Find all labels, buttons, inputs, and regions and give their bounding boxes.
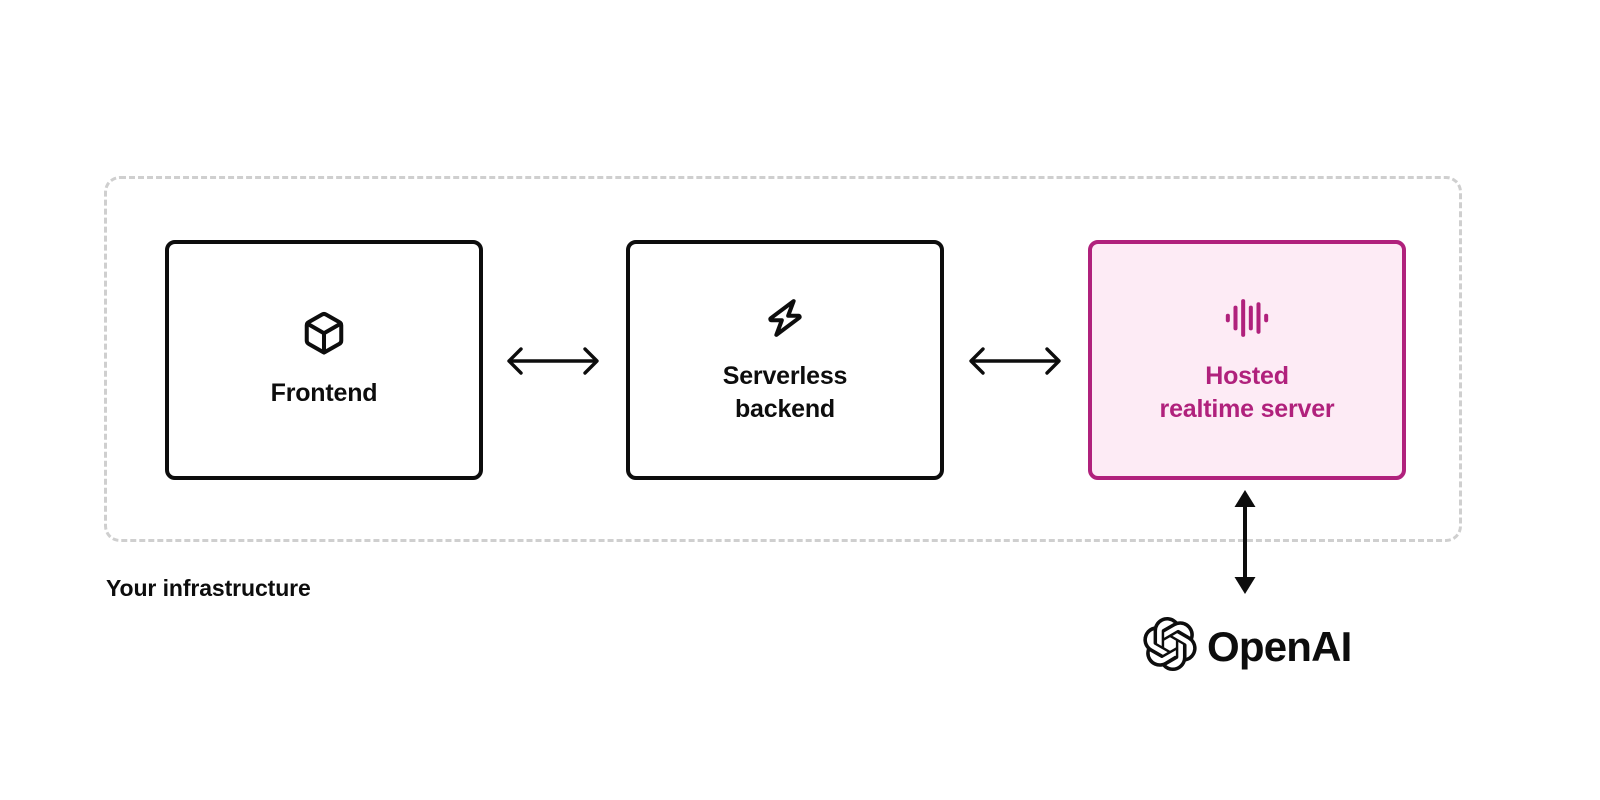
node-hosted-realtime-server[interactable]: Hosted realtime server xyxy=(1088,240,1406,480)
lightning-bolt-icon xyxy=(762,295,808,346)
infrastructure-boundary xyxy=(104,176,1462,542)
connector-backend-realtime xyxy=(960,338,1070,384)
cube-icon xyxy=(301,310,347,361)
openai-lockup: OpenAI xyxy=(1143,617,1352,676)
openai-logo-icon xyxy=(1143,617,1197,676)
node-serverless-backend-label: Serverless backend xyxy=(722,362,848,423)
infrastructure-boundary-label: Your infrastructure xyxy=(106,575,311,601)
node-frontend[interactable]: Frontend xyxy=(165,240,483,480)
node-frontend-label: Frontend xyxy=(270,379,378,408)
audio-waveform-icon xyxy=(1221,295,1273,346)
node-hosted-realtime-server-label: Hosted realtime server xyxy=(1159,362,1335,423)
node-serverless-backend[interactable]: Serverless backend xyxy=(626,240,944,480)
connector-realtime-openai xyxy=(1222,487,1268,597)
connector-frontend-backend xyxy=(498,338,608,384)
openai-wordmark: OpenAI xyxy=(1207,622,1352,670)
